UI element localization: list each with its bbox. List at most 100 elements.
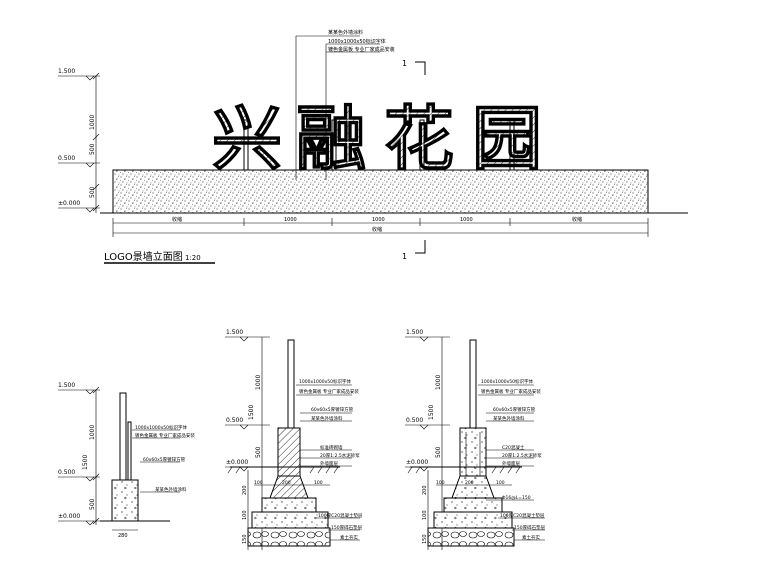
logo-character: 园 [472,97,542,180]
section-cut-marks: 1 1 [402,59,426,261]
dim-label: 200 [465,480,474,486]
callout-text: 150厚碎石垫层 [514,524,546,531]
level-label: 1.500 [406,329,423,336]
level-label: 1.500 [58,68,75,75]
callout-text: 外墙面层 [320,460,338,467]
callout-text: 镀色金属板 专业厂家成品安装 [481,388,541,395]
dim-label: 500 [89,498,96,510]
level-label: ±0.000 [226,459,248,466]
callout-text: 60x60x5厚镀锌方管 [493,406,536,413]
steel-tube [127,421,132,481]
logo-characters: 兴 融 花 园 [211,96,542,180]
dim-label: 1000 [372,217,385,223]
callout-text: 60x60x5厚镀锌方管 [311,406,354,413]
dim-label: 1000 [255,375,262,390]
concrete-wall [459,427,487,477]
dim-label: 500 [255,446,262,458]
metal-letter-plate [119,392,127,481]
dim-label: 100 [436,480,445,486]
level-label: ±0.000 [406,459,428,466]
dim-label: 1500 [428,405,435,420]
dim-label: 收缩 [172,216,182,223]
dim-label: 收缩 [372,226,382,233]
callout-text: 100厚C20混凝土垫层 [318,512,363,519]
callout-text: 某某色外墙涂料 [155,486,187,493]
callout-text: 某某色外墙涂料 [328,29,363,36]
callout-text: 素土夯实 [522,534,540,541]
dim-label: 100 [254,480,263,486]
section-mark-label: 1 [402,252,407,261]
dim-label: 1000 [89,115,96,130]
logo-character: 花 [384,97,454,180]
ground-hatch [227,466,339,474]
level-label: 0.500 [406,417,423,424]
dim-label: 150 [242,534,248,544]
vertical-dimensions: 1000 500 500 [89,72,100,213]
callout-text: 镀色金属板 专业厂家成品安装 [299,388,359,395]
stone-wall-body [112,169,649,214]
concrete-cushion [251,511,329,529]
wall-base [111,479,139,522]
dim-label: 100 [496,480,505,486]
ground-hatch [407,466,521,474]
dim-label: 500 [435,446,442,458]
callout-text: 60x60x5厚镀锌方管 [143,456,186,463]
level-label: 0.500 [58,155,75,162]
callout-text: 外墙面层 [502,460,520,467]
dim-label: 1500 [82,455,89,470]
dim-label: 收缩 [572,216,582,223]
logo-character: 融 [296,97,366,180]
level-label: 0.500 [58,469,75,476]
dim-label: 500 [89,143,96,155]
level-markers: 1.500 0.500 ±0.000 [58,68,100,213]
dim-label: 150 [422,534,428,544]
dim-label: 1000 [89,425,96,440]
level-label: ±0.000 [58,513,80,520]
callout-text: Φ16@L=150 [502,495,531,501]
dim-label: 100 [242,510,248,520]
callout-text: 1000x1000x50标识字体 [481,378,533,385]
callout-text: 镀色金属板 专业厂家成品安装 [135,432,195,439]
level-label: ±0.000 [58,200,80,207]
dim-label: 1500 [248,405,255,420]
callout-text: 1000x1000x50标识字体 [299,378,351,385]
concrete-bed [261,497,317,513]
callout-text: 镀色金属板 专业厂家成品安装 [328,46,395,53]
callout-text: 20厚1:2.5水泥砂浆 [320,452,360,459]
brick-wall [277,427,301,477]
callout-text: 100厚C20混凝土垫层 [500,512,545,519]
section-b: 1.500 0.500 ±0.000 1000 1500 500 200 100… [225,329,363,550]
callout-text: 1000x1000x50标识字体 [328,38,386,45]
horizontal-dimensions: 收缩 1000 1000 1000 收缩 收缩 [112,216,649,237]
callout-text: 20厚1:2.5水泥砂浆 [502,452,542,459]
callout-text: 标准砖砌墙 [320,444,343,451]
wall-footing [269,475,309,499]
callout-text: 1000x1000x50标识字体 [135,424,187,431]
wall-footing [451,475,495,499]
metal-letter-plate [287,339,295,429]
title-text: LOGO景墙立面图 [104,250,183,263]
dim-label: 1000 [460,217,473,223]
logo-wall-elevation: 1.500 0.500 ±0.000 1000 500 500 兴 融 花 园 [58,29,688,264]
dim-label: 200 [282,480,291,486]
drawing-title: LOGO景墙立面图 1:20 [104,250,215,264]
level-label: 1.500 [58,382,75,389]
callout-text: 素土夯实 [340,534,358,541]
gravel-layer [247,527,331,547]
dim-label: 1000 [284,217,297,223]
dim-label: 1000 [435,375,442,390]
metal-letter-plate [469,339,477,429]
logo-character: 兴 [212,97,282,180]
section-a: 1.500 0.500 ±0.000 1000 1500 500 280 100… [58,382,195,539]
dim-label: 280 [118,533,128,539]
title-scale: 1:20 [185,254,201,262]
callout-text: 某某色外墙涂料 [493,415,525,422]
callout-text: 150厚碎石垫层 [331,524,363,531]
dim-label: 100 [314,480,323,486]
gravel-layer [427,527,515,547]
callout-text: C20混凝土 [502,444,525,451]
section-mark-label: 1 [402,59,407,68]
callout-text: 某某色外墙涂料 [311,415,343,422]
dim-label: 200 [422,485,428,495]
